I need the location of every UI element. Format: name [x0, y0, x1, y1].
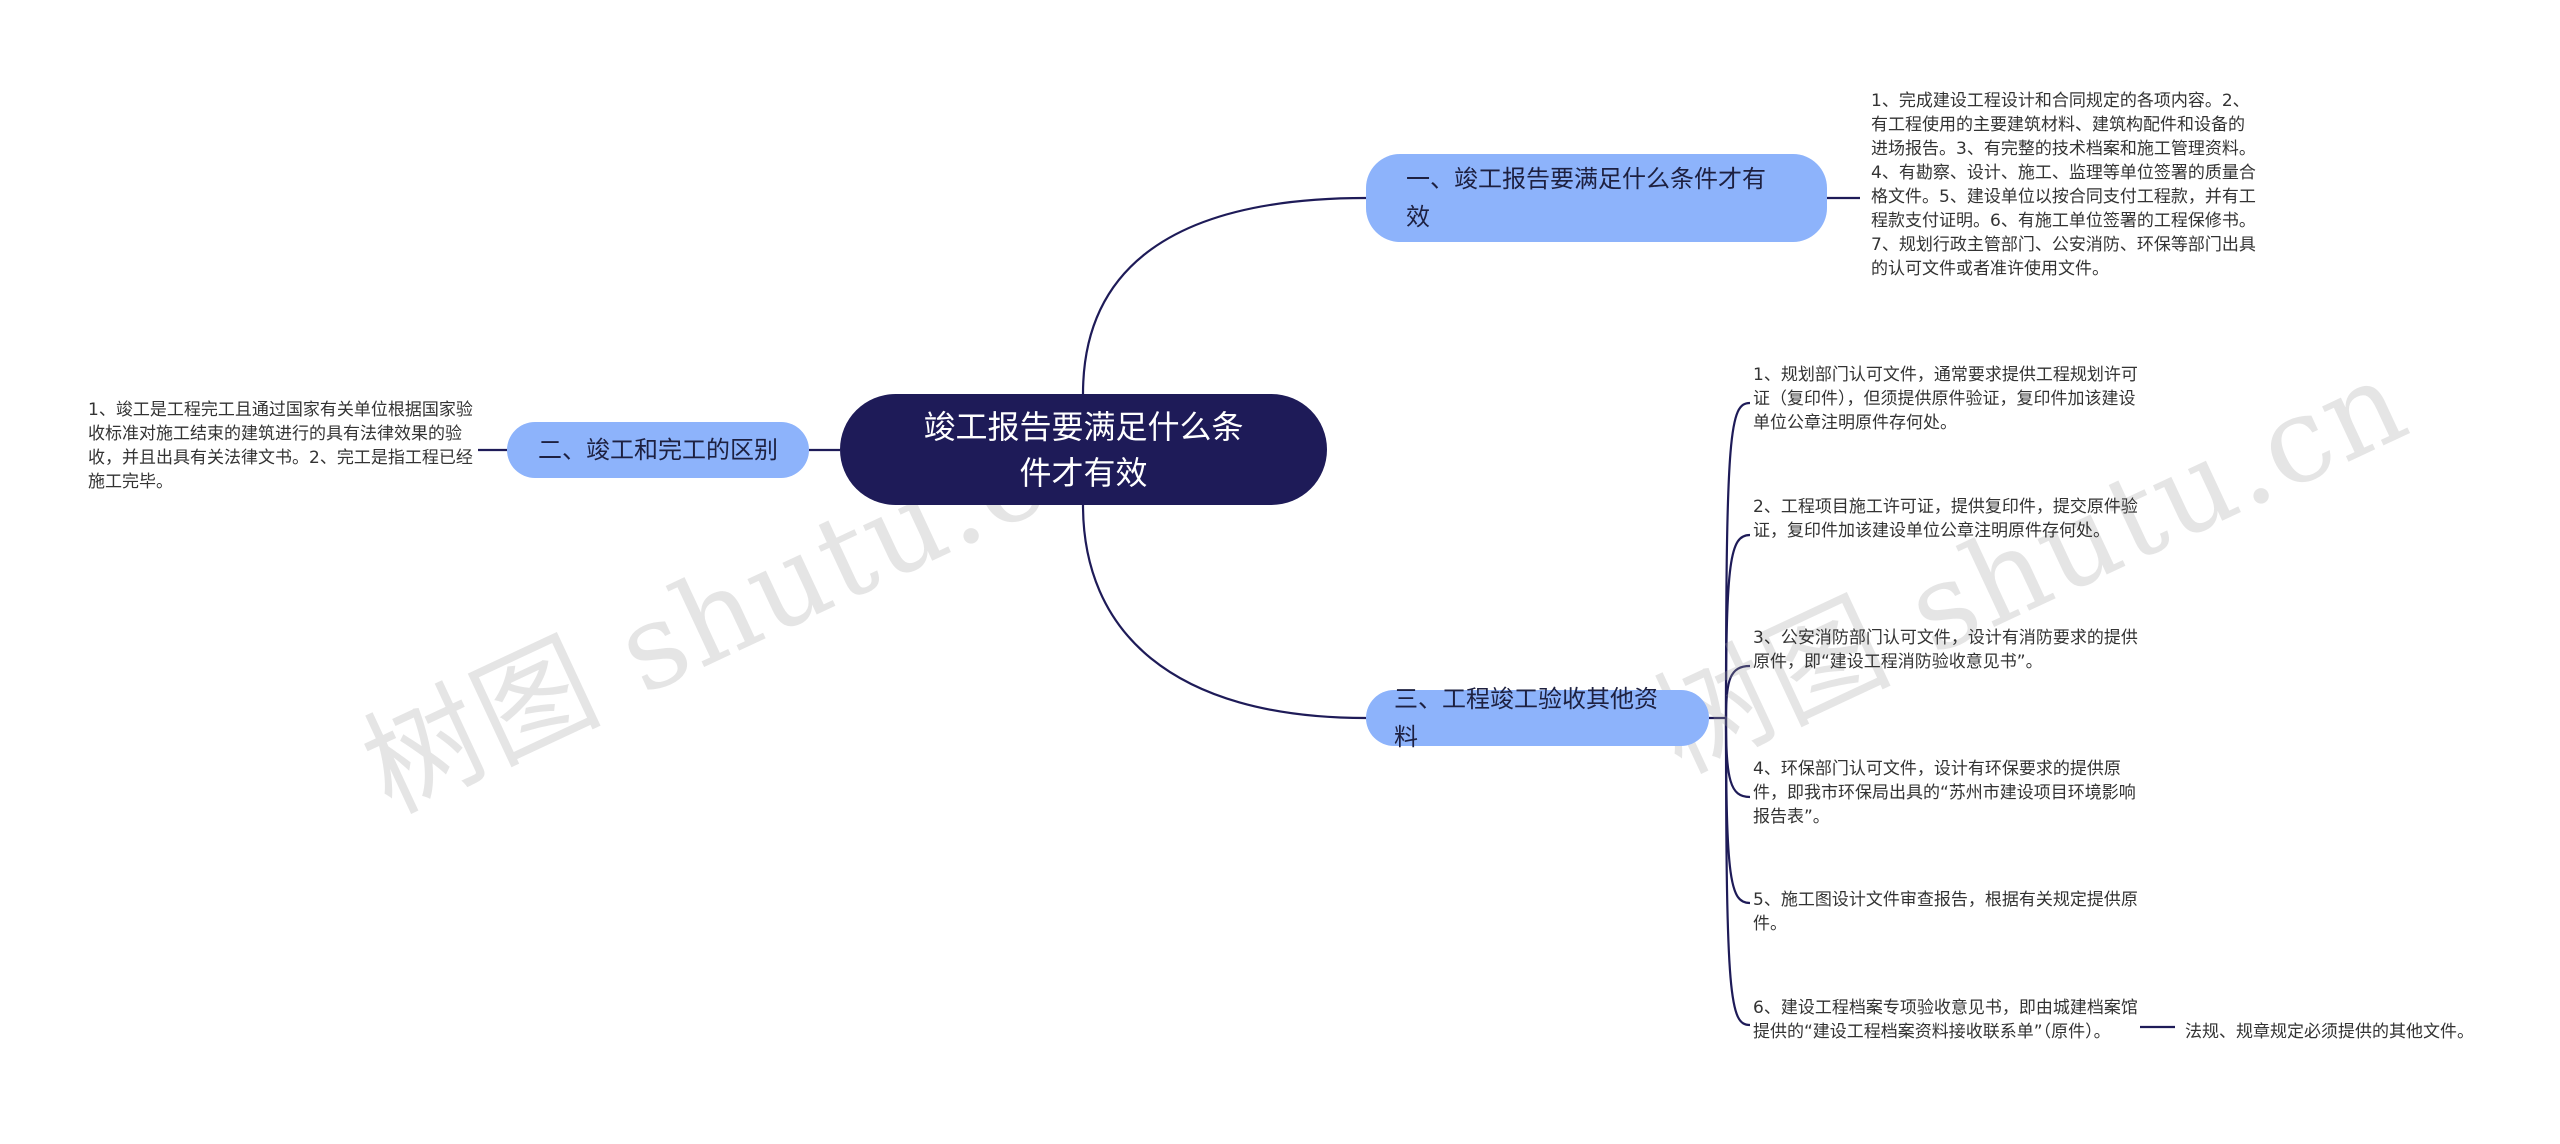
branch-topic-1[interactable]: 一、竣工报告要满足什么条件才有效: [1366, 154, 1827, 242]
root-topic-label: 竣工报告要满足什么条件才有效: [923, 407, 1244, 492]
root-topic[interactable]: 竣工报告要满足什么条件才有效: [840, 394, 1327, 505]
branch-2-leaf-1[interactable]: 1、竣工是工程完工且通过国家有关单位根据国家验收标准对施工结束的建筑进行的具有法…: [88, 400, 473, 492]
branch-3-leaf-6[interactable]: 6、建设工程档案专项验收意见书，即由城建档案馆提供的“建设工程档案资料接收联系单…: [1753, 998, 2138, 1042]
branch-1-leaf-1[interactable]: 1、完成建设工程设计和合同规定的各项内容。2、有工程使用的主要建筑材料、建筑构配…: [1871, 91, 2256, 279]
connector-leaf-6: [1724, 717, 1751, 1027]
connector-leaf-2: [1724, 533, 1751, 719]
branch-topic-3-label: 三、工程竣工验收其他资料: [1394, 685, 1658, 751]
connector-root-branch1: [1081, 196, 1367, 395]
connector-root-branch3: [1081, 504, 1367, 720]
branch-3-leaf-6-subleaf[interactable]: 法规、规章规定必须提供的其他文件。: [2185, 1022, 2474, 1042]
branch-3-leaf-1[interactable]: 1、规划部门认可文件，通常要求提供工程规划许可证（复印件），但须提供原件验证，复…: [1753, 365, 2138, 433]
branch-topic-2[interactable]: 二、竣工和完工的区别: [507, 422, 809, 478]
branch-3-leaf-2[interactable]: 2、工程项目施工许可证，提供复印件，提交原件验证，复印件加该建设单位公章注明原件…: [1753, 497, 2138, 541]
branch-3-leaf-5[interactable]: 5、施工图设计文件审查报告，根据有关规定提供原件。: [1753, 890, 2138, 934]
branch-topic-1-label: 一、竣工报告要满足什么条件才有效: [1406, 165, 1766, 231]
connector-leaf-1: [1724, 401, 1751, 719]
connector-leaf-5: [1724, 717, 1751, 905]
connector-leaf-4: [1724, 717, 1751, 799]
branch-3-leaf-3[interactable]: 3、公安消防部门认可文件，设计有消防要求的提供原件，即“建设工程消防验收意见书”…: [1753, 628, 2138, 672]
branch-3-leaf-4[interactable]: 4、环保部门认可文件，设计有环保要求的提供原件，即我市环保局出具的“苏州市建设项…: [1753, 759, 2136, 827]
branch-topic-2-label: 二、竣工和完工的区别: [538, 436, 778, 464]
connector-leaf-3: [1724, 664, 1751, 719]
branch-topic-3[interactable]: 三、工程竣工验收其他资料: [1366, 685, 1709, 751]
